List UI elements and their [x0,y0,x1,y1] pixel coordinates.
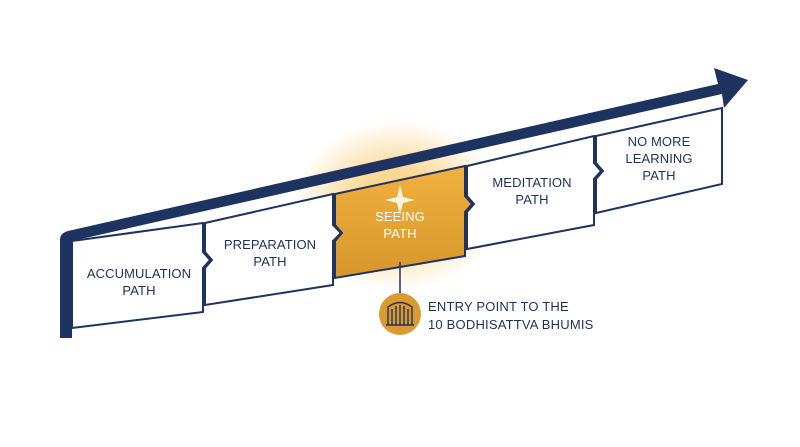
stage-label-line: ACCUMULATION [86,266,192,281]
stage-label-line: MEDITATION [492,175,572,190]
stage-box-no-more-learning[interactable] [595,106,723,215]
stage-label-meditation: MEDITATION PATH [472,174,592,208]
stage-label-line: PATH [642,168,676,183]
stage-label-line: PREPARATION [223,237,317,252]
entry-point-line: ENTRY POINT TO THE [428,299,569,314]
stage-label-line: SEEING [375,209,425,224]
stage-label-preparation: PREPARATION PATH [210,236,330,270]
progress-arrow [60,68,748,338]
stage-label-accumulation: ACCUMULATION PATH [79,265,199,299]
stage-box-preparation[interactable] [204,192,343,307]
stage-label-line: PATH [383,226,417,241]
stage-box-meditation[interactable] [466,134,603,251]
stage-box-seeing[interactable] [334,164,474,280]
stage-label-line: PATH [515,192,549,207]
stage-label-line: NO MORE [627,134,691,149]
entry-point-line: 10 BODHISATTVA BHUMIS [428,317,594,332]
stage-box-accumulation[interactable] [71,221,212,330]
sparkle-icon [385,185,415,215]
stage-label-line: PATH [122,283,156,298]
stage-label-line: LEARNING [625,151,693,166]
stage-label-line: PATH [253,254,287,269]
gate-icon [379,293,421,335]
stage-label-seeing: SEEING PATH [340,208,460,242]
entry-point-caption: ENTRY POINT TO THE 10 BODHISATTVA BHUMIS [428,298,594,334]
stage-label-no-more-learning: NO MORE LEARNING PATH [600,133,718,184]
